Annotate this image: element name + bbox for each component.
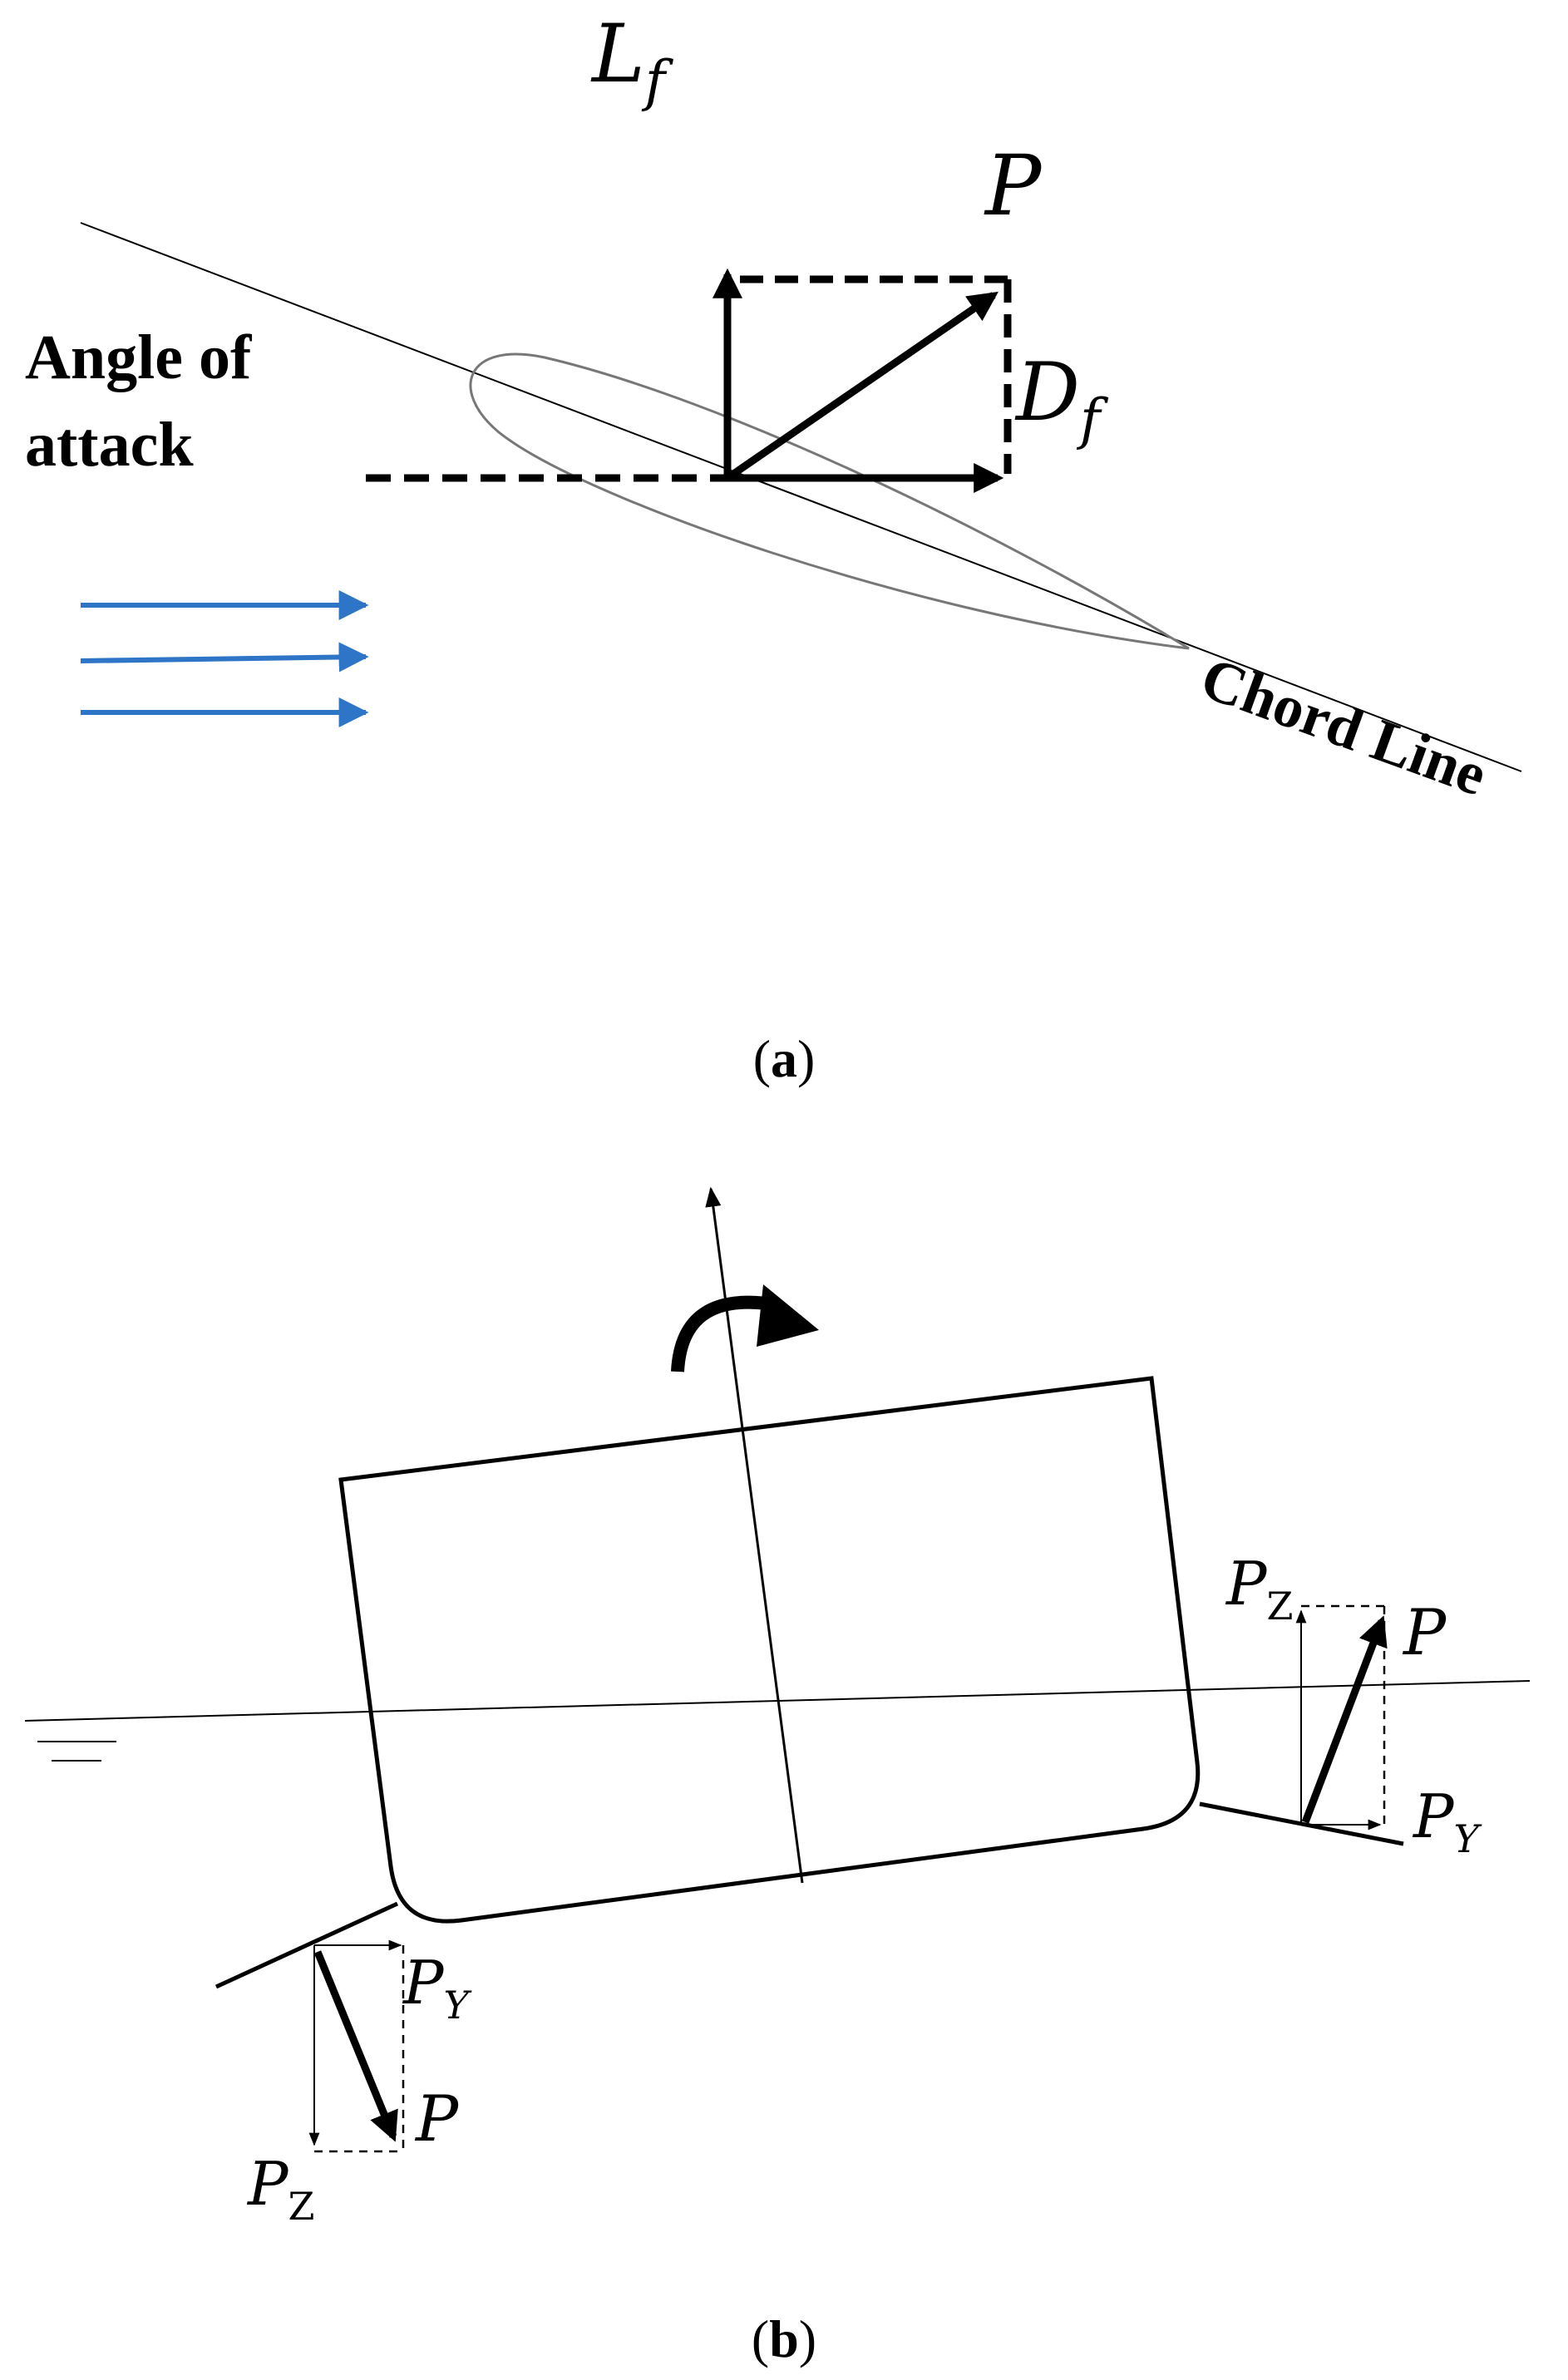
roll-arrowhead xyxy=(757,1284,819,1347)
flow-arrow xyxy=(80,642,369,673)
left-resultant-arrow xyxy=(313,1950,398,2142)
right-resultant-arrow xyxy=(1301,1615,1388,1824)
roll-arrow xyxy=(671,1295,779,1372)
chord-line xyxy=(80,222,1522,772)
hull-section xyxy=(338,1376,1201,1924)
left-py-label: PY xyxy=(402,1948,472,2028)
left-p-label: P xyxy=(414,2082,460,2156)
airfoil-outline xyxy=(469,352,1190,650)
left-foil xyxy=(214,1901,399,1989)
panel-b: PZ P PY PY P PZ (b) xyxy=(24,1186,1531,2368)
panel-a: Lf P Df Angle of attack Chord Line (a) xyxy=(25,7,1522,1088)
right-pz-label: PZ xyxy=(1225,1549,1293,1629)
vertical-axis xyxy=(705,1186,804,1884)
right-py-label: PY xyxy=(1412,1781,1482,1861)
lift-label: Lf xyxy=(590,7,674,113)
chord-line-label: Chord Line xyxy=(1193,644,1496,809)
resultant-arrow xyxy=(725,291,998,481)
angle-of-attack-label-line2: attack xyxy=(25,410,194,480)
angle-of-attack-label-line1: Angle of xyxy=(25,323,253,392)
resultant-label: P xyxy=(984,137,1043,234)
right-p-label: P xyxy=(1402,1595,1447,1669)
left-pz-label: PZ xyxy=(246,2149,314,2229)
drag-label: Df xyxy=(1014,346,1109,451)
caption-b: (b) xyxy=(752,2309,816,2368)
caption-a: (a) xyxy=(753,1029,816,1088)
